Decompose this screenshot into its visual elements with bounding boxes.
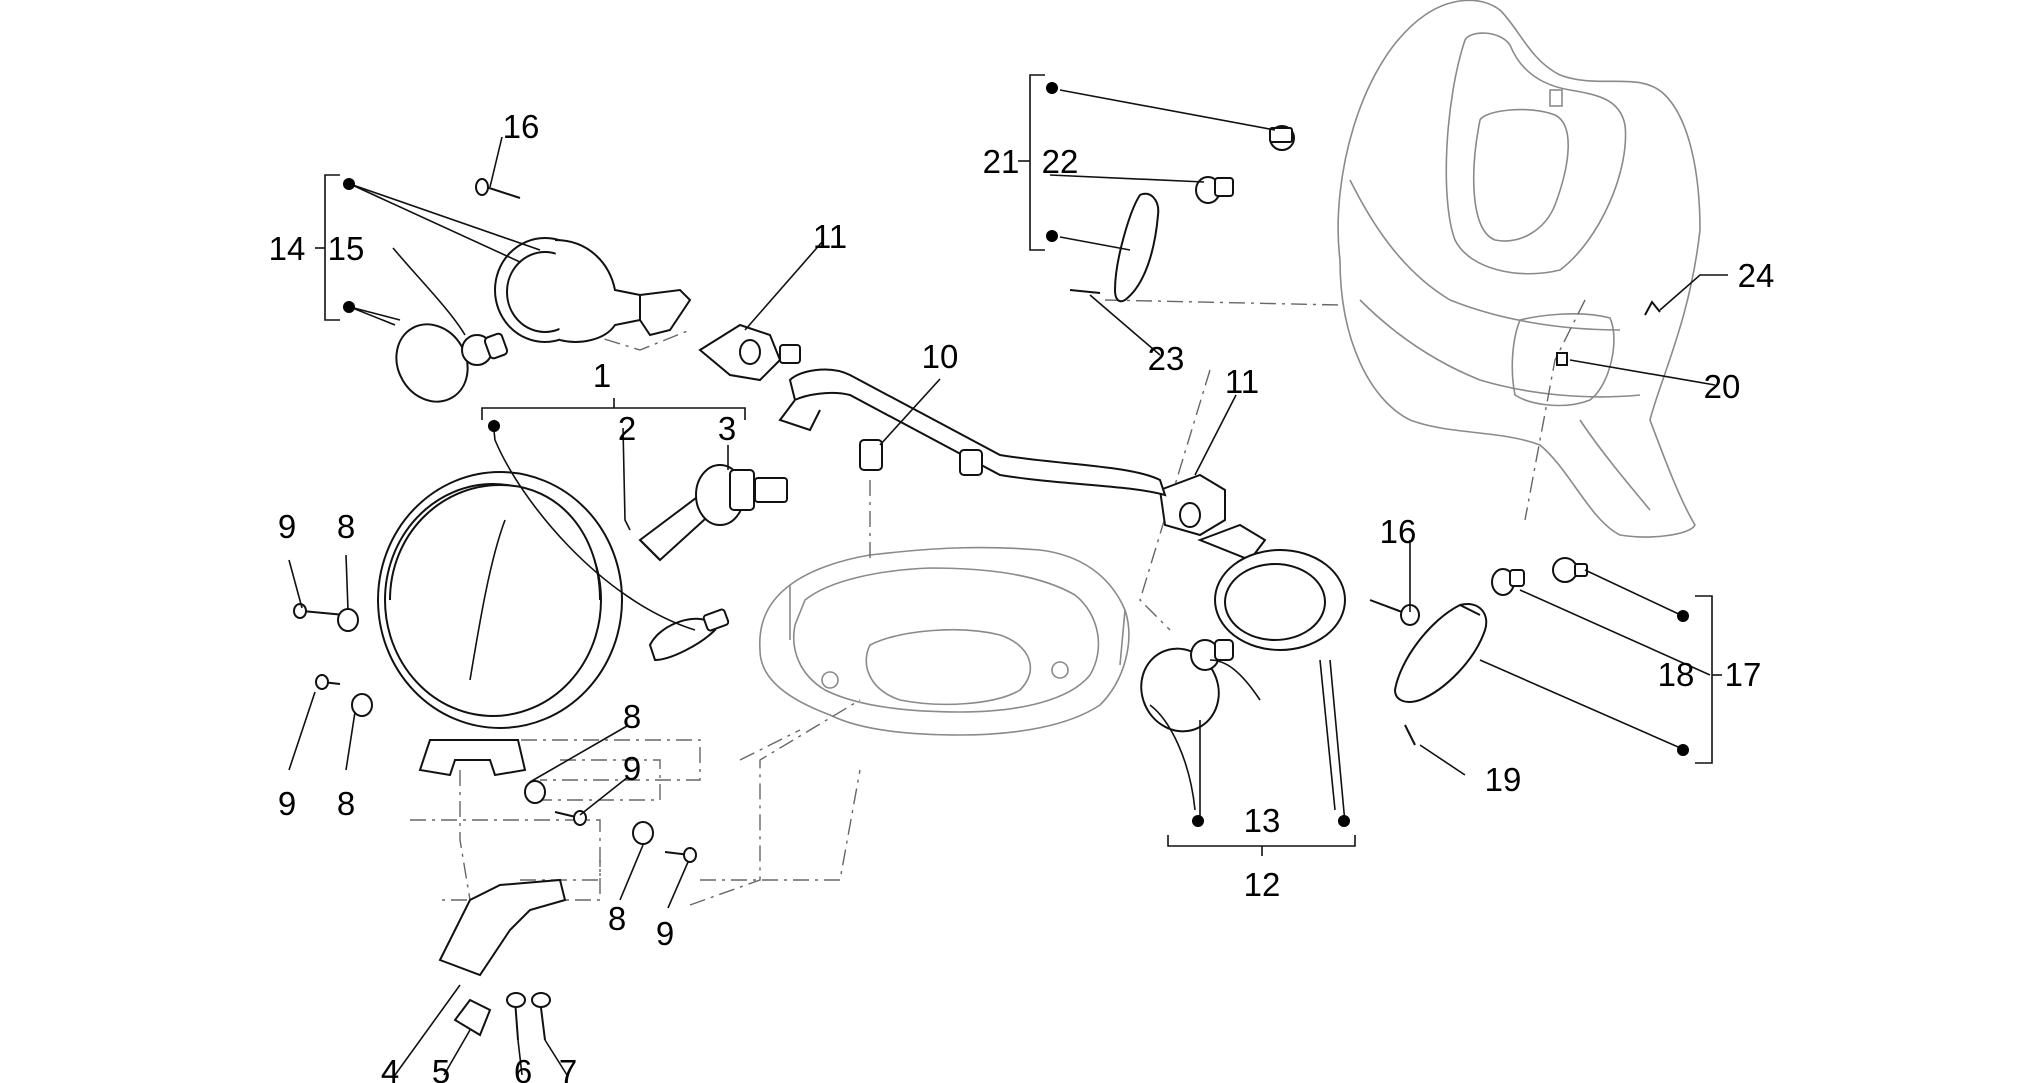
callout-9-a: 9 [278,508,296,545]
side-marker-bulb-right [1491,568,1525,596]
lower-bracket-4 [438,878,567,977]
callout-9-d: 9 [656,915,674,952]
callout-4: 4 [381,1053,399,1083]
washer-8-a [337,608,359,632]
right-turn-indicator [1197,523,1346,651]
callout-22: 22 [1042,143,1079,180]
callout-15: 15 [328,230,365,267]
callout-2: 2 [618,410,636,447]
parking-bulb [648,608,730,662]
callout-labels: 1 2 3 4 5 6 7 8 8 8 8 9 9 9 9 10 11 11 1… [269,108,1775,1083]
callout-17: 17 [1725,656,1762,693]
side-marker-holder-right [1552,557,1588,583]
callout-9-c: 9 [623,750,641,787]
callout-23: 23 [1148,340,1185,377]
callout-21: 21 [983,143,1020,180]
screw-16-right [1369,599,1420,626]
washer-8-b [351,693,373,717]
callout-5: 5 [432,1053,450,1083]
side-marker-bulb-left [1195,176,1234,204]
callout-24: 24 [1738,257,1775,294]
callout-9-b: 9 [278,785,296,822]
callout-19: 19 [1485,761,1522,798]
callout-3: 3 [718,410,736,447]
callout-1: 1 [593,357,611,394]
washer-8-d [632,821,654,845]
callout-18: 18 [1658,656,1695,693]
side-marker-holder-left [1269,125,1295,151]
front-shield-outline [1337,0,1701,538]
spacer-5 [453,998,492,1037]
callout-16-b: 16 [1380,513,1417,550]
bolt-9-b [315,674,341,690]
left-indicator-bulb [461,332,509,366]
callout-16-a: 16 [503,108,540,145]
screw-6 [506,992,526,1041]
clip-24 [1644,300,1661,316]
washer-8-c [524,780,546,804]
callout-14: 14 [269,230,306,267]
callout-7: 7 [559,1053,577,1083]
callout-8-b: 8 [337,785,355,822]
leader-lines [288,89,1728,1076]
bolt-9-d [664,847,697,863]
screw-19 [1404,724,1416,746]
bolt-9-a [293,603,346,619]
screw-23 [1069,289,1101,294]
left-turn-indicator [494,237,692,343]
headlight-unit [377,471,623,777]
group-brackets [315,74,1722,856]
callout-12: 12 [1244,866,1281,903]
left-indicator-lens [395,323,469,403]
right-indicator-bulb [1190,639,1234,671]
callout-11-b: 11 [1225,363,1259,400]
side-marker-light-left [1113,192,1160,303]
side-marker-light-right [1393,603,1488,703]
callout-8-c: 8 [623,698,641,735]
callout-20: 20 [1704,368,1741,405]
callout-6: 6 [514,1053,532,1083]
mount-bracket-left [698,323,801,382]
callout-8-d: 8 [608,900,626,937]
screw-16-left [475,178,521,199]
spring-nut-20 [1556,352,1568,366]
group-dots [343,82,1689,827]
callout-10: 10 [922,338,959,375]
callout-13: 13 [1244,802,1281,839]
handlebar-lower-cover-outline [759,546,1130,736]
headlight-bulb [638,464,788,562]
callout-11-a: 11 [813,218,847,255]
callout-8-a: 8 [337,508,355,545]
wiring-bar [778,368,1167,497]
mount-bracket-right [1158,473,1226,537]
screw-7 [531,992,551,1041]
bolt-9-c [554,810,587,826]
